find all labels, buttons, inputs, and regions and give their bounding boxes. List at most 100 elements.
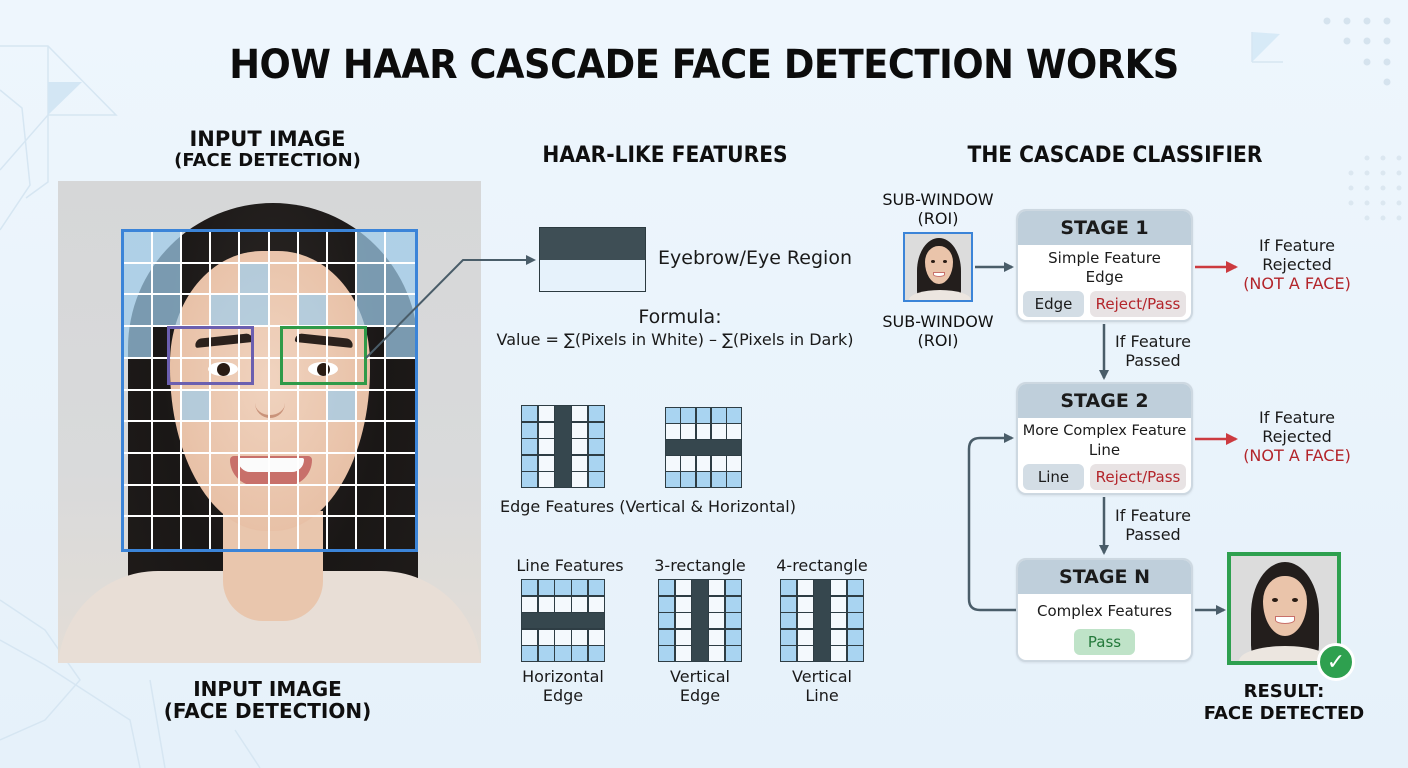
feature-cell [709, 646, 725, 661]
feature-cell [709, 580, 725, 595]
grid-cell [182, 263, 212, 296]
grid-cell [240, 327, 270, 359]
grid-cell [211, 390, 241, 423]
feature-type-caption-3: Vertical Line [762, 667, 882, 705]
grid-cell [356, 358, 386, 391]
feature-cell [555, 629, 571, 645]
feature-cell [781, 596, 797, 612]
feature-cell [727, 408, 741, 423]
grid-cell [298, 327, 328, 359]
grid-cell [182, 358, 212, 391]
grid-cell [211, 358, 241, 391]
feature-cell [709, 629, 725, 645]
feature-cell [797, 629, 813, 645]
grid-cell [385, 422, 415, 454]
subwindow-label-bottom-line2: (ROI) [917, 331, 959, 350]
feature-cell [681, 408, 696, 423]
feature-cell [696, 472, 711, 487]
result-caption: RESULT: FACE DETECTED [1190, 681, 1378, 725]
feature-type-caption-2: Vertical Edge [640, 667, 760, 705]
feature-cell [781, 629, 797, 645]
grid-cell [385, 391, 415, 423]
grid-cell [124, 358, 154, 391]
result-caption-line1: RESULT: [1243, 681, 1325, 702]
feature-cell [727, 472, 741, 487]
feature-type-caption-2-line2: Edge [679, 686, 721, 705]
feature-cell [538, 422, 554, 438]
grid-cell [298, 422, 328, 454]
feature-cell [588, 455, 604, 471]
grid-cell [124, 517, 154, 549]
grid-cell [298, 358, 328, 391]
grid-cell [182, 327, 212, 359]
grid-cell [269, 327, 299, 359]
grid-cell [124, 327, 154, 359]
stage-2-pills: Line Reject/Pass [1018, 464, 1191, 490]
formula-text: Value = ∑(Pixels in White) – ∑(Pixels in… [496, 330, 854, 349]
feature-cell [781, 646, 797, 661]
feature-light-half [540, 260, 645, 290]
grid-cell [356, 390, 386, 423]
feature-cell [725, 596, 741, 612]
feature-dark-band [814, 580, 830, 661]
grid-cell [240, 232, 270, 264]
grid-cell [153, 485, 183, 518]
feature-cell [522, 646, 538, 661]
input-image-heading-line1: INPUT IMAGE [189, 127, 346, 151]
stage-1-passed-line2: Passed [1125, 351, 1181, 370]
feature-cell [538, 406, 554, 421]
stage-1-not-a-face: (NOT A FACE) [1243, 274, 1351, 293]
grid-cell [182, 232, 212, 264]
grid-cell [182, 422, 212, 454]
feature-cell [588, 596, 604, 612]
grid-cell [240, 422, 270, 454]
horizontal-edge-feature-icon [665, 407, 742, 488]
feature-cell [659, 580, 675, 595]
feature-cell [538, 629, 554, 645]
stage-2-passed-text: If Feature Passed [1110, 506, 1196, 544]
feature-cell [727, 424, 741, 439]
left-eye-feature-box [167, 326, 254, 385]
grid-cell [327, 453, 357, 486]
stage-n-card: STAGE N Complex Features Pass [1016, 558, 1193, 662]
feature-cell [538, 580, 554, 595]
feature-cell [675, 646, 691, 661]
feature-cell [797, 646, 813, 661]
feature-cell [588, 646, 604, 661]
feature-cell [675, 596, 691, 612]
stage-2-desc-line2: Line [1088, 441, 1121, 459]
grid-cell [182, 295, 212, 328]
feature-cell [588, 439, 604, 454]
feature-cell [847, 613, 863, 628]
feature-cell [727, 456, 741, 471]
grid-cell [269, 422, 299, 454]
stage-2-title: STAGE 2 [1018, 384, 1191, 418]
feature-cell [522, 596, 538, 612]
stage-2-passed-line2: Passed [1125, 525, 1181, 544]
feature-cell [847, 596, 863, 612]
grid-cell [240, 358, 270, 391]
feature-cell [711, 472, 726, 487]
feature-cell [659, 646, 675, 661]
grid-cell [124, 422, 154, 454]
feature-cell [538, 439, 554, 454]
feature-cell [725, 580, 741, 595]
grid-cell [124, 453, 154, 486]
grid-cell [124, 295, 154, 328]
grid-cell [269, 485, 299, 518]
grid-cell [153, 358, 183, 391]
feature-cell [572, 472, 588, 487]
feature-cell [709, 596, 725, 612]
stage-n-title: STAGE N [1018, 560, 1191, 594]
feature-cell [666, 424, 680, 439]
feature-type-caption-1-line2: Edge [542, 686, 584, 705]
feature-cell [588, 406, 604, 421]
grid-cell [153, 422, 183, 454]
grid-cell [298, 485, 328, 518]
feature-cell [696, 408, 711, 423]
grid-cell [211, 295, 241, 328]
grid-cell [153, 390, 183, 423]
stage-2-desc-line1: More Complex Feature [1022, 423, 1187, 439]
feature-cell [522, 472, 538, 487]
feature-type-caption-3-line2: Line [805, 686, 839, 705]
